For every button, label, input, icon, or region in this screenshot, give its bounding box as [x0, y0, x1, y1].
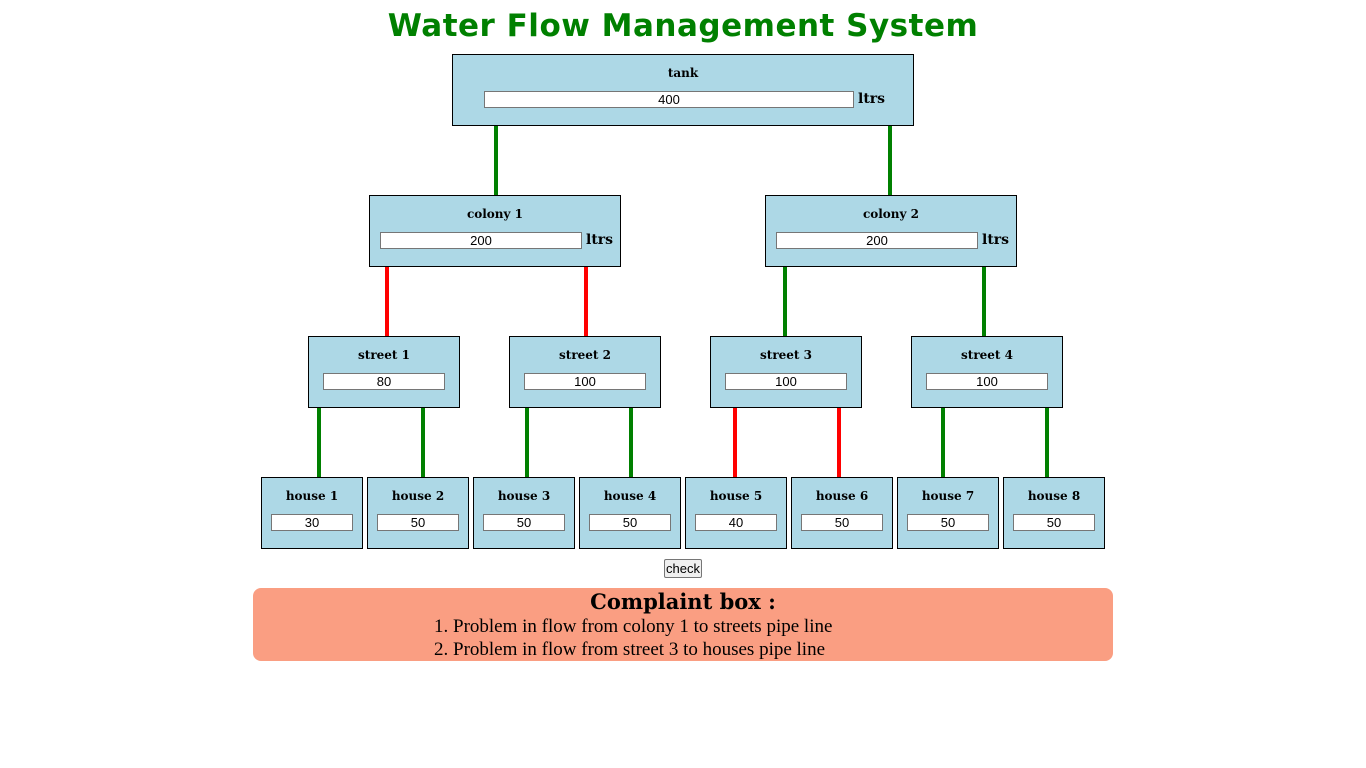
house-5-label: house 5 — [709, 489, 763, 503]
colony-1-input[interactable] — [380, 232, 582, 249]
complaint-list: Problem in flow from colony 1 to streets… — [433, 615, 832, 661]
house-1-label: house 1 — [285, 489, 339, 503]
street-4-input[interactable] — [926, 373, 1048, 390]
house-2-input[interactable] — [377, 514, 459, 531]
house-1-input[interactable] — [271, 514, 353, 531]
house-1-node: house 1 — [261, 477, 363, 549]
street-2-input[interactable] — [524, 373, 646, 390]
house-3-node: house 3 — [473, 477, 575, 549]
house-3-input[interactable] — [483, 514, 565, 531]
house-8-node: house 8 — [1003, 477, 1105, 549]
house-4-input[interactable] — [589, 514, 671, 531]
house-6-input[interactable] — [801, 514, 883, 531]
pipe-colony-2-street-4 — [982, 266, 986, 337]
pipe-street-1-house-1 — [317, 407, 321, 478]
pipe-street-3-house-5 — [733, 407, 737, 478]
pipe-tank-colony-2 — [888, 125, 892, 196]
tank-node: tank ltrs — [452, 54, 914, 126]
colony-2-label: colony 2 — [862, 207, 920, 221]
street-2-label: street 2 — [559, 348, 611, 362]
street-2-node: street 2 — [509, 336, 661, 408]
pipe-street-4-house-8 — [1045, 407, 1049, 478]
pipe-street-1-house-2 — [421, 407, 425, 478]
complaint-item: Problem in flow from street 3 to houses … — [453, 638, 832, 661]
house-4-label: house 4 — [603, 489, 657, 503]
pipe-street-3-house-6 — [837, 407, 841, 478]
pipe-colony-1-street-1 — [385, 266, 389, 337]
colony-2-input[interactable] — [776, 232, 978, 249]
street-1-label: street 1 — [358, 348, 410, 362]
street-4-label: street 4 — [961, 348, 1013, 362]
pipe-street-4-house-7 — [941, 407, 945, 478]
house-3-label: house 3 — [497, 489, 551, 503]
house-2-label: house 2 — [391, 489, 445, 503]
house-4-node: house 4 — [579, 477, 681, 549]
house-7-label: house 7 — [921, 489, 975, 503]
house-7-node: house 7 — [897, 477, 999, 549]
house-5-node: house 5 — [685, 477, 787, 549]
pipe-street-2-house-3 — [525, 407, 529, 478]
street-3-label: street 3 — [760, 348, 812, 362]
house-8-input[interactable] — [1013, 514, 1095, 531]
colony-1-unit: ltrs — [586, 232, 614, 248]
house-2-node: house 2 — [367, 477, 469, 549]
tank-label: tank — [667, 66, 699, 80]
colony-1-label: colony 1 — [466, 207, 524, 221]
street-3-node: street 3 — [710, 336, 862, 408]
pipe-tank-colony-1 — [494, 125, 498, 196]
house-5-input[interactable] — [695, 514, 777, 531]
pipe-colony-2-street-3 — [783, 266, 787, 337]
house-7-input[interactable] — [907, 514, 989, 531]
colony-2-node: colony 2 ltrs — [765, 195, 1017, 267]
tank-unit: ltrs — [858, 91, 886, 107]
house-6-label: house 6 — [815, 489, 869, 503]
page-title: Water Flow Management System — [387, 8, 979, 44]
complaint-item: Problem in flow from colony 1 to streets… — [453, 615, 832, 638]
street-4-node: street 4 — [911, 336, 1063, 408]
complaint-box: Complaint box : Problem in flow from col… — [253, 588, 1113, 661]
pipe-street-2-house-4 — [629, 407, 633, 478]
check-button[interactable]: check — [664, 559, 702, 578]
tank-input[interactable] — [484, 91, 854, 108]
street-1-input[interactable] — [323, 373, 445, 390]
street-3-input[interactable] — [725, 373, 847, 390]
street-1-node: street 1 — [308, 336, 460, 408]
pipe-colony-1-street-2 — [584, 266, 588, 337]
colony-1-node: colony 1 ltrs — [369, 195, 621, 267]
house-8-label: house 8 — [1027, 489, 1081, 503]
colony-2-unit: ltrs — [982, 232, 1010, 248]
house-6-node: house 6 — [791, 477, 893, 549]
complaint-heading: Complaint box : — [590, 589, 776, 614]
